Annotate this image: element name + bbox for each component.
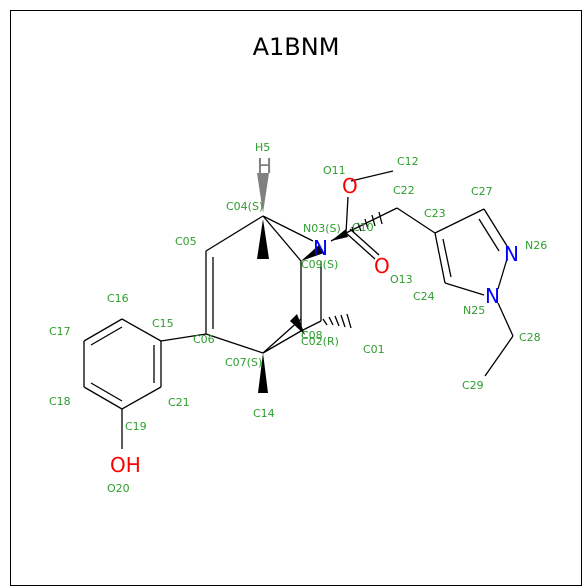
molecule-title: A1BNM xyxy=(252,33,340,61)
atom-label-c17: C17 xyxy=(49,325,71,338)
atom-labels: H5 C04(S) C05 N03(S) C10 C09(S) O11 C12 … xyxy=(49,141,547,495)
atom-label-c15: C15 xyxy=(152,317,174,330)
atom-label-c01: C01 xyxy=(363,343,385,356)
atom-label-c14: C14 xyxy=(253,407,275,420)
atom-label-c27: C27 xyxy=(471,185,493,198)
atom-label-o11: O11 xyxy=(323,164,346,177)
atom-label-n25: N25 xyxy=(463,304,485,317)
atom-label-c16: C16 xyxy=(107,292,129,305)
atom-label-c04: C04(S) xyxy=(226,200,263,213)
atom-label-c07: C07(S) xyxy=(225,356,262,369)
atom-label-c22: C22 xyxy=(393,184,415,197)
atom-label-c05: C05 xyxy=(175,235,197,248)
atom-label-c23: C23 xyxy=(424,207,446,220)
atom-label-c21: C21 xyxy=(168,396,190,409)
atom-label-c12: C12 xyxy=(397,155,419,168)
atom-label-c24: C24 xyxy=(413,290,435,303)
ring-nitrogen-symbol: N xyxy=(313,236,328,260)
atom-label-n03: N03(S) xyxy=(303,222,341,235)
hydroxyl-symbol: OH xyxy=(110,453,141,477)
atom-label-c10: C10 xyxy=(352,221,374,234)
atom-label-c09: C09(S) xyxy=(301,258,338,271)
wedge-bonds xyxy=(257,173,348,393)
atom-label-o13: O13 xyxy=(390,273,413,286)
hydrogen-symbol: H xyxy=(257,154,272,178)
atom-label-c06: C06 xyxy=(193,333,215,346)
atom-label-c28: C28 xyxy=(519,331,541,344)
ester-oxygen-symbol: O xyxy=(342,174,358,198)
n26-symbol: N xyxy=(504,242,519,266)
atom-label-c19: C19 xyxy=(125,420,147,433)
molecule-diagram: H N O O N N OH H5 C04(S) C05 N03(S) C10 … xyxy=(49,141,547,495)
heteroatom-symbols: H N O O N N OH xyxy=(110,154,519,477)
figure-frame: A1BNM xyxy=(10,10,582,586)
atom-label-c18: C18 xyxy=(49,395,71,408)
atom-label-h5: H5 xyxy=(255,141,270,154)
atom-label-c08: C08 xyxy=(301,329,323,342)
atom-label-o20: O20 xyxy=(107,482,130,495)
atom-label-n26: N26 xyxy=(525,239,547,252)
n25-symbol: N xyxy=(485,284,500,308)
bond-lines xyxy=(83,170,514,449)
hash-bonds xyxy=(322,211,383,329)
atom-label-c02: C02(R) xyxy=(301,335,339,348)
carbonyl-oxygen-symbol: O xyxy=(374,254,390,278)
atom-label-c29: C29 xyxy=(462,379,484,392)
